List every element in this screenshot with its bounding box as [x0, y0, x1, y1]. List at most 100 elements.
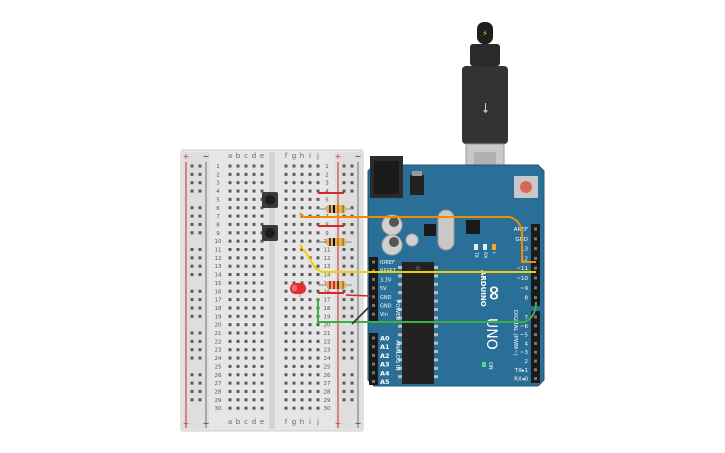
- breadboard-hole[interactable]: [292, 164, 296, 168]
- breadboard-hole[interactable]: [308, 406, 312, 410]
- breadboard-hole[interactable]: [252, 373, 256, 377]
- breadboard-hole[interactable]: [260, 373, 264, 377]
- breadboard-hole[interactable]: [252, 348, 256, 352]
- rail-hole[interactable]: [342, 373, 346, 377]
- breadboard-hole[interactable]: [244, 264, 248, 268]
- breadboard-hole[interactable]: [284, 348, 288, 352]
- breadboard-hole[interactable]: [284, 339, 288, 343]
- breadboard-hole[interactable]: [228, 356, 232, 360]
- breadboard-hole[interactable]: [244, 281, 248, 285]
- rail-hole[interactable]: [350, 189, 354, 193]
- breadboard-hole[interactable]: [228, 206, 232, 210]
- digital-header-bottom[interactable]: [531, 311, 540, 383]
- digital-pin[interactable]: [534, 276, 537, 280]
- breadboard-hole[interactable]: [292, 172, 296, 176]
- breadboard-hole[interactable]: [300, 248, 304, 251]
- breadboard-hole[interactable]: [244, 248, 248, 251]
- digital-pin[interactable]: [534, 247, 537, 251]
- rail-hole[interactable]: [190, 331, 194, 335]
- breadboard-hole[interactable]: [252, 323, 256, 327]
- breadboard-hole[interactable]: [244, 406, 248, 410]
- breadboard-hole[interactable]: [284, 197, 288, 201]
- breadboard-hole[interactable]: [284, 406, 288, 410]
- breadboard-hole[interactable]: [316, 339, 320, 343]
- breadboard-hole[interactable]: [252, 197, 256, 201]
- breadboard-hole[interactable]: [244, 214, 248, 218]
- breadboard-hole[interactable]: [260, 348, 264, 352]
- breadboard-hole[interactable]: [244, 256, 248, 260]
- breadboard-hole[interactable]: [236, 172, 240, 176]
- rail-hole[interactable]: [198, 373, 202, 377]
- breadboard-hole[interactable]: [308, 398, 312, 402]
- rail-hole[interactable]: [190, 398, 194, 402]
- rail-hole[interactable]: [342, 264, 346, 268]
- breadboard-hole[interactable]: [308, 373, 312, 377]
- breadboard-hole[interactable]: [300, 281, 304, 285]
- breadboard-hole[interactable]: [292, 214, 296, 218]
- breadboard-hole[interactable]: [228, 181, 232, 185]
- breadboard-hole[interactable]: [300, 172, 304, 176]
- rail-hole[interactable]: [190, 389, 194, 393]
- breadboard-hole[interactable]: [300, 398, 304, 402]
- rail-hole[interactable]: [342, 306, 346, 310]
- breadboard-hole[interactable]: [228, 398, 232, 402]
- breadboard-hole[interactable]: [292, 323, 296, 327]
- breadboard-hole[interactable]: [244, 189, 248, 193]
- breadboard-hole[interactable]: [244, 323, 248, 327]
- power-pin[interactable]: [372, 312, 375, 316]
- wires[interactable]: [299, 212, 537, 325]
- breadboard-hole[interactable]: [244, 164, 248, 168]
- breadboard-hole[interactable]: [284, 164, 288, 168]
- power-pin[interactable]: [372, 286, 375, 290]
- red-wire[interactable]: [345, 294, 371, 297]
- breadboard-hole[interactable]: [260, 281, 264, 285]
- rail-hole[interactable]: [350, 398, 354, 402]
- rail-hole[interactable]: [350, 264, 354, 268]
- rail-hole[interactable]: [350, 306, 354, 310]
- breadboard-hole[interactable]: [292, 231, 296, 235]
- pushbutton-cap[interactable]: [265, 228, 275, 238]
- breadboard-hole[interactable]: [260, 273, 264, 277]
- breadboard-hole[interactable]: [316, 222, 320, 226]
- breadboard-hole[interactable]: [300, 364, 304, 368]
- power-pin[interactable]: [372, 304, 375, 307]
- breadboard-hole[interactable]: [292, 248, 296, 251]
- rail-hole[interactable]: [350, 356, 354, 360]
- breadboard-hole[interactable]: [236, 364, 240, 368]
- orange-wire[interactable]: [299, 212, 536, 263]
- breadboard-hole[interactable]: [292, 306, 296, 310]
- breadboard-hole[interactable]: [244, 306, 248, 310]
- breadboard-hole[interactable]: [228, 389, 232, 393]
- breadboard-hole[interactable]: [316, 248, 320, 251]
- breadboard-hole[interactable]: [284, 298, 288, 302]
- breadboard-hole[interactable]: [236, 189, 240, 193]
- breadboard-hole[interactable]: [252, 289, 256, 293]
- breadboard-hole[interactable]: [244, 197, 248, 201]
- breadboard-hole[interactable]: [292, 273, 296, 277]
- breadboard-hole[interactable]: [260, 389, 264, 393]
- digital-pin[interactable]: [534, 237, 537, 241]
- breadboard-hole[interactable]: [244, 222, 248, 226]
- breadboard-hole[interactable]: [292, 298, 296, 302]
- rail-hole[interactable]: [190, 273, 194, 277]
- breadboard-hole[interactable]: [236, 214, 240, 218]
- breadboard-hole[interactable]: [316, 273, 320, 277]
- rail-hole[interactable]: [350, 172, 354, 176]
- breadboard-hole[interactable]: [308, 164, 312, 168]
- breadboard-hole[interactable]: [228, 222, 232, 226]
- breadboard-hole[interactable]: [292, 364, 296, 368]
- rail-hole[interactable]: [350, 314, 354, 318]
- breadboard-hole[interactable]: [252, 339, 256, 343]
- pushbutton-1[interactable]: [262, 192, 278, 208]
- rail-hole[interactable]: [190, 289, 194, 293]
- breadboard-hole[interactable]: [244, 298, 248, 302]
- breadboard-hole[interactable]: [308, 248, 312, 251]
- breadboard-hole[interactable]: [300, 356, 304, 360]
- rail-hole[interactable]: [342, 273, 346, 277]
- rail-hole[interactable]: [198, 248, 202, 251]
- breadboard-hole[interactable]: [236, 239, 240, 243]
- breadboard-hole[interactable]: [260, 364, 264, 368]
- breadboard-hole[interactable]: [316, 239, 320, 243]
- breadboard-hole[interactable]: [252, 381, 256, 385]
